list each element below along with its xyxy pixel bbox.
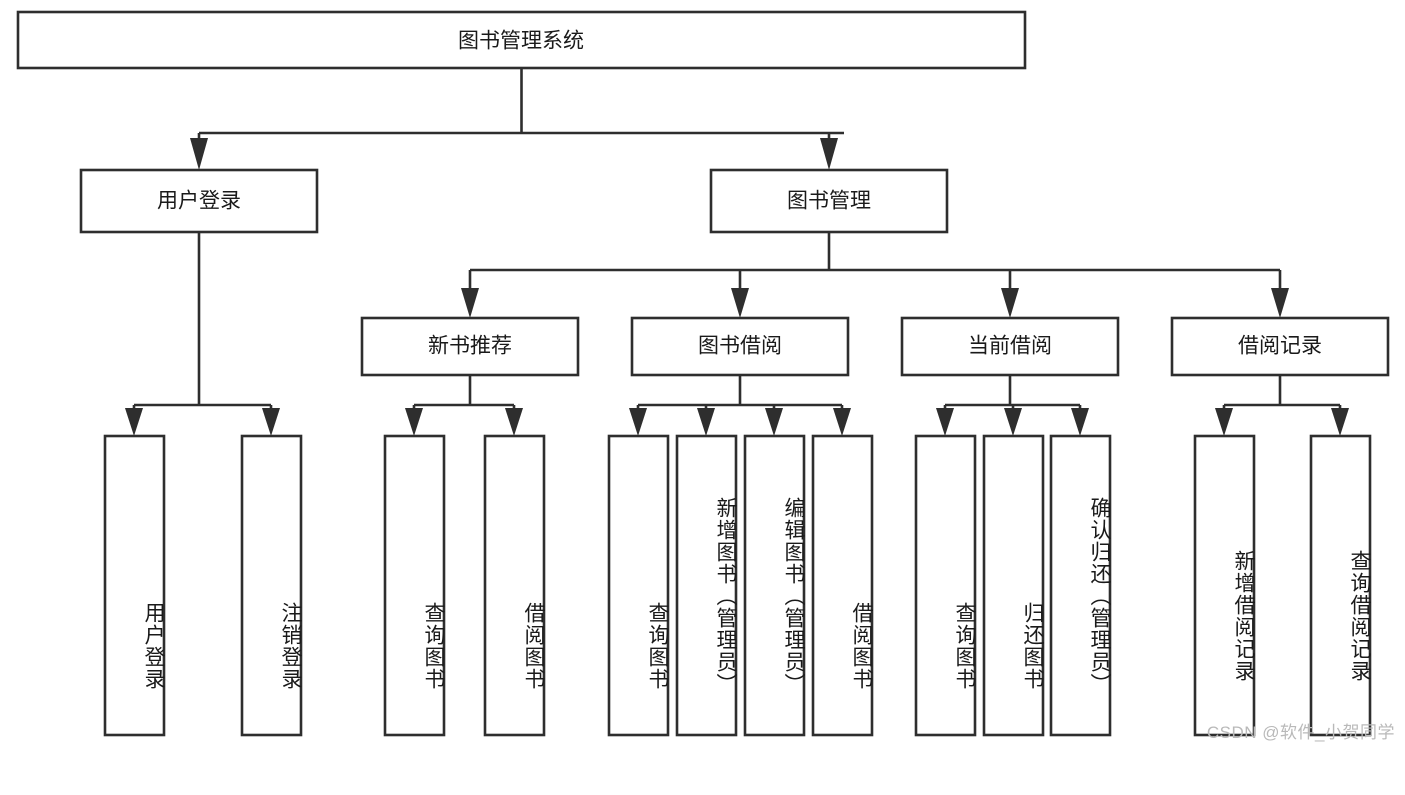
node-leaf-confirm-return[interactable] [1049, 434, 1112, 737]
node-leaf-query-book-1[interactable] [383, 434, 446, 737]
node-book-borrow[interactable] [630, 316, 850, 377]
arrow-to-book-manage [820, 138, 838, 170]
arrow-to-borrow-record [1271, 288, 1289, 318]
label-current-borrow: 当前借阅 [968, 335, 1052, 358]
node-leaf-add-record[interactable] [1193, 434, 1256, 737]
label-book-borrow: 图书借阅 [698, 335, 782, 358]
arrowhead-group [125, 138, 1349, 436]
node-leaf-borrow-book-2[interactable] [811, 434, 874, 737]
label-book-manage: 图书管理 [787, 190, 871, 213]
arrow-to-leaf-edit-book [765, 408, 783, 436]
arrow-to-leaf-query-book-3 [936, 408, 954, 436]
arrow-to-new-book-recommend [461, 288, 479, 318]
node-root[interactable] [16, 10, 1027, 70]
arrow-to-leaf-query-book-1 [405, 408, 423, 436]
arrow-to-book-borrow [731, 288, 749, 318]
arrow-to-leaf-query-record [1331, 408, 1349, 436]
node-book-manage[interactable] [709, 168, 949, 234]
label-borrow-record: 借阅记录 [1238, 335, 1322, 358]
node-leaf-edit-book[interactable] [743, 434, 806, 737]
node-label-group: 图书管理系统 用户登录 图书管理 新书推荐 图书借阅 当前借阅 借阅记录 [157, 30, 1322, 358]
csdn-watermark: CSDN @软件_小贺同学 [1206, 723, 1395, 742]
flowchart-svg: 图书管理系统 用户登录 图书管理 新书推荐 图书借阅 当前借阅 借阅记录 [16, 10, 1390, 737]
node-new-book-recommend[interactable] [360, 316, 580, 377]
label-user-login: 用户登录 [157, 190, 241, 213]
node-leaf-query-book-3[interactable] [914, 434, 977, 737]
arrow-to-leaf-user-logout [262, 408, 280, 436]
node-leaf-user-login[interactable] [103, 434, 166, 737]
flowchart-canvas: 图书管理系统 用户登录 图书管理 新书推荐 图书借阅 当前借阅 借阅记录 用户登… [16, 10, 1395, 742]
arrow-to-leaf-return-book [1004, 408, 1022, 436]
node-borrow-record[interactable] [1170, 316, 1390, 377]
node-leaf-return-book[interactable] [982, 434, 1045, 737]
node-leaf-query-book-2[interactable] [607, 434, 670, 737]
arrow-to-leaf-user-login [125, 408, 143, 436]
node-user-login[interactable] [79, 168, 319, 234]
arrow-to-user-login [190, 138, 208, 170]
node-leaf-query-record[interactable] [1309, 434, 1372, 737]
label-new-book-recommend: 新书推荐 [428, 335, 512, 358]
arrow-to-leaf-query-book-2 [629, 408, 647, 436]
node-current-borrow[interactable] [900, 316, 1120, 377]
label-root: 图书管理系统 [458, 30, 584, 53]
arrow-to-leaf-confirm-return [1071, 408, 1089, 436]
arrow-to-leaf-borrow-book-2 [833, 408, 851, 436]
arrow-to-leaf-add-record [1215, 408, 1233, 436]
node-leaf-add-book[interactable] [675, 434, 738, 737]
arrow-to-leaf-add-book [697, 408, 715, 436]
arrow-to-leaf-borrow-book-1 [505, 408, 523, 436]
node-leaf-user-logout[interactable] [240, 434, 303, 737]
node-leaf-borrow-book-1[interactable] [483, 434, 546, 737]
arrow-to-current-borrow [1001, 288, 1019, 318]
node-box-group [16, 10, 1390, 737]
